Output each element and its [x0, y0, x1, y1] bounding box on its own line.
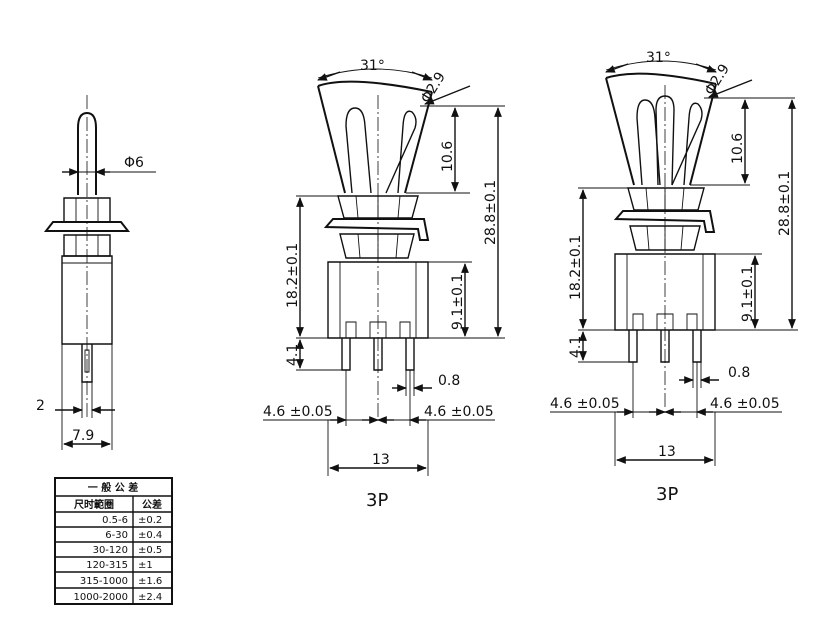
front-pin-width-label: 0.8 [438, 373, 460, 389]
table-cell-range: 0.5-6 [102, 515, 128, 526]
table-cell-tol: ±1 [138, 560, 153, 571]
side-pin-width-label: 2 [36, 398, 45, 414]
tolerance-col-tol: 公差 [142, 498, 162, 511]
right-body-width-label: 13 [658, 444, 676, 460]
right-pitch-right-label: 4.6 ±0.05 [710, 396, 780, 412]
side-base-width-label: 7.9 [72, 428, 94, 444]
tolerance-col-range: 尺时範圈 [74, 498, 114, 511]
front-total-height-label: 28.8±0.1 [483, 180, 499, 245]
tolerance-table-title: 一 般 公 差 [88, 481, 138, 494]
table-cell-tol: ±0.4 [138, 530, 162, 541]
right-pitch-left-label: 4.6 ±0.05 [550, 396, 620, 412]
front-body-height-label: 9.1±0.1 [450, 274, 466, 330]
table-cell-range: 30-120 [93, 545, 128, 556]
front-angle-label: 31° [360, 58, 385, 74]
front-lever-length-label: 10.6 [440, 141, 456, 172]
right-bushing-height-label: 18.2±0.1 [568, 235, 584, 300]
front-pitch-left-label: 4.6 ±0.05 [263, 404, 333, 420]
right-pin-width-label: 0.8 [728, 365, 750, 381]
table-cell-range: 120-315 [86, 560, 128, 571]
front-pitch-right-label: 4.6 ±0.05 [424, 404, 494, 420]
table-cell-tol: ±0.2 [138, 515, 162, 526]
tolerance-table: 一 般 公 差 尺时範圈 公差 0.5-6 ±0.2 6-30 ±0.4 30-… [54, 477, 173, 605]
table-cell-tol: ±1.6 [138, 576, 162, 587]
right-lever-length-label: 10.6 [730, 133, 746, 164]
right-view-label: 3P [656, 484, 678, 505]
side-diameter-label: Φ6 [124, 155, 144, 171]
right-total-height-label: 28.8±0.1 [777, 171, 793, 236]
table-cell-tol: ±0.5 [138, 545, 162, 556]
table-cell-range: 315-1000 [80, 576, 128, 587]
table-cell-range: 1000-2000 [73, 592, 128, 603]
front-pin-length-label: 4.1 [285, 344, 301, 366]
right-body-height-label: 9.1±0.1 [740, 266, 756, 322]
front-bushing-height-label: 18.2±0.1 [285, 243, 301, 308]
front-view: 31° Φ2.9 10.6 28.8±0.1 18.2±0.1 9.1±0.1 … [263, 58, 505, 511]
right-angle-label: 31° [646, 50, 671, 66]
right-view: 31° Φ2.9 10.6 28.8±0.1 18.2±0.1 9.1±0.1 … [550, 50, 798, 505]
right-pin-length-label: 4.1 [568, 336, 584, 358]
front-body-width-label: 13 [372, 452, 390, 468]
front-view-label: 3P [366, 490, 388, 511]
side-view: Φ6 2 7.9 [36, 95, 156, 450]
table-cell-range: 6-30 [105, 530, 128, 541]
table-cell-tol: ±2.4 [138, 592, 162, 603]
